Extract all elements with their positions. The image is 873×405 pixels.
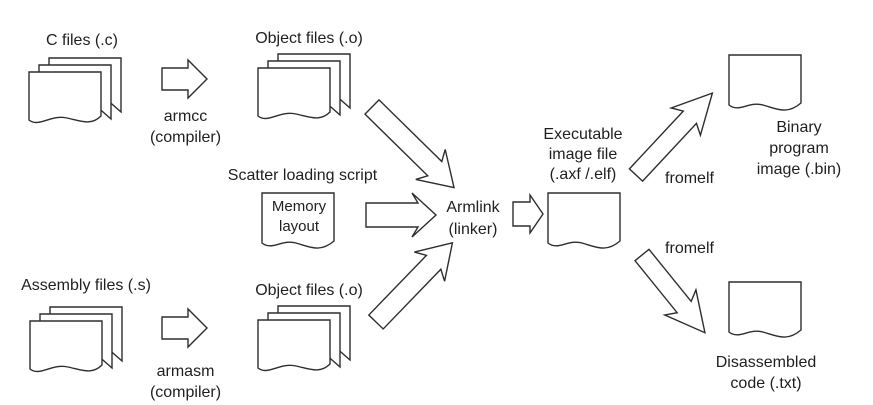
- binary-image-line3: image (.bin): [756, 161, 842, 178]
- executable-image-line2: image file: [548, 146, 618, 163]
- armlink-label: Armlink (linker): [430, 197, 516, 241]
- armlink-line1: Armlink: [446, 199, 500, 216]
- armcc-line1: armcc: [163, 108, 208, 125]
- object-files-top-label-text: Object files (.o): [255, 30, 363, 47]
- disassembled-code-label: Disassembled code (.txt): [700, 352, 832, 394]
- scatter-script-label: Scatter loading script: [210, 165, 395, 186]
- scatter-to-armlink-arrow-icon: [365, 192, 438, 238]
- executable-image-doc-icon: [547, 192, 621, 249]
- armcc-arrow-icon: [161, 59, 208, 99]
- fromelf-top-arrow-icon: [628, 91, 714, 183]
- binary-image-line2: program: [769, 140, 829, 157]
- armasm-arrow-icon: [161, 308, 208, 348]
- object-files-top-label: Object files (.o): [240, 28, 378, 49]
- binary-image-doc-icon: [728, 54, 802, 111]
- object-top-to-armlink-arrow-icon: [364, 98, 455, 189]
- binary-image-line1: Binary: [776, 119, 822, 136]
- armcc-label: armcc (compiler): [128, 106, 243, 148]
- object-files-bottom-label-text: Object files (.o): [255, 282, 363, 299]
- object-files-bottom-label: Object files (.o): [240, 280, 378, 301]
- executable-image-line3: (.axf /.elf): [549, 166, 617, 183]
- fromelf-bottom-arrow-icon: [634, 248, 706, 334]
- armasm-label: armasm (compiler): [128, 361, 243, 403]
- armlink-output-arrow-icon: [512, 192, 544, 236]
- executable-image-line1: Executable: [543, 126, 623, 143]
- object-bottom-to-armlink-arrow-icon: [367, 241, 454, 330]
- c-files-label-text: C files (.c): [46, 32, 118, 49]
- assembly-files-label: Assembly files (.s): [16, 275, 156, 296]
- armcc-line2: (compiler): [149, 129, 222, 146]
- assembly-files-label-text: Assembly files (.s): [21, 277, 151, 294]
- disassembled-code-line2: code (.txt): [730, 375, 802, 392]
- armlink-line2: (linker): [448, 221, 498, 238]
- object-files-bottom-doc-stack-icon: [257, 305, 351, 372]
- fromelf-bottom-label-text: fromelf: [665, 240, 714, 257]
- memory-layout-line2: layout: [278, 218, 320, 235]
- disassembled-code-doc-icon: [728, 281, 802, 338]
- c-files-label: C files (.c): [22, 30, 142, 51]
- disassembled-code-line1: Disassembled: [715, 354, 817, 371]
- fromelf-bottom-label: fromelf: [657, 238, 722, 259]
- fromelf-top-label: fromelf: [657, 168, 722, 189]
- executable-image-label: Executable image file (.axf /.elf): [531, 125, 635, 185]
- binary-image-label: Binary program image (.bin): [736, 117, 862, 180]
- fromelf-top-label-text: fromelf: [665, 170, 714, 187]
- assembly-files-doc-stack-icon: [29, 306, 123, 373]
- memory-layout-line1: Memory: [271, 198, 327, 215]
- object-files-top-doc-stack-icon: [257, 53, 351, 120]
- memory-layout-label: Memory layout: [262, 197, 336, 237]
- c-files-doc-stack-icon: [28, 57, 122, 124]
- armasm-line2: (compiler): [149, 384, 222, 401]
- armasm-line1: armasm: [156, 363, 215, 380]
- scatter-script-label-text: Scatter loading script: [227, 167, 378, 184]
